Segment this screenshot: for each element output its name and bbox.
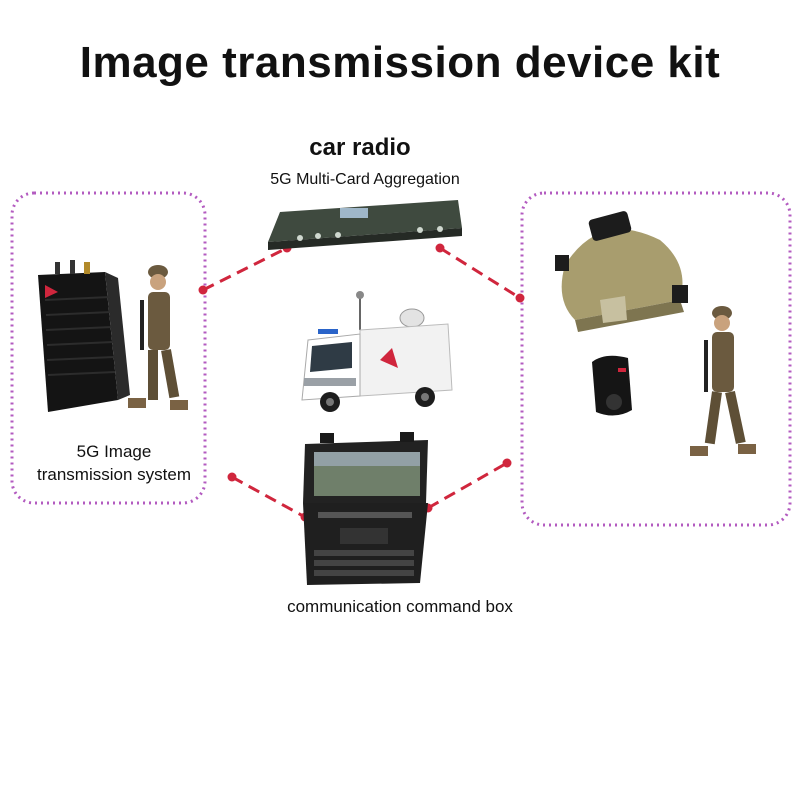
right-dotted-frame: [520, 191, 792, 527]
connector-box-left: [231, 475, 306, 519]
car-radio-device-icon: [268, 200, 462, 250]
page-title: Image transmission device kit: [79, 38, 721, 87]
connector-radio-right: [439, 246, 521, 300]
image-system-label: 5G Image transmission system: [14, 440, 214, 486]
connector-box-right: [427, 461, 508, 510]
left-dotted-frame: [10, 191, 207, 505]
body-camera-icon: [592, 355, 632, 416]
helmet-camera-icon: [555, 211, 688, 332]
command-vehicle-icon: [301, 291, 453, 412]
car-radio-title: car radio: [309, 134, 411, 161]
connector-lines: [202, 246, 521, 519]
image-system-label-line1: 5G Image: [76, 442, 152, 461]
soldier-left-icon: [128, 265, 188, 410]
soldier-right-icon: [690, 306, 756, 456]
car-radio-subtitle: 5G Multi-Card Aggregation: [270, 171, 460, 188]
command-box-icon: [303, 432, 428, 585]
image-system-label-line2: transmission system: [37, 465, 191, 484]
command-box-label: communication command box: [287, 597, 513, 616]
connector-radio-left: [202, 246, 288, 292]
transmitter-device-icon: [38, 260, 130, 412]
